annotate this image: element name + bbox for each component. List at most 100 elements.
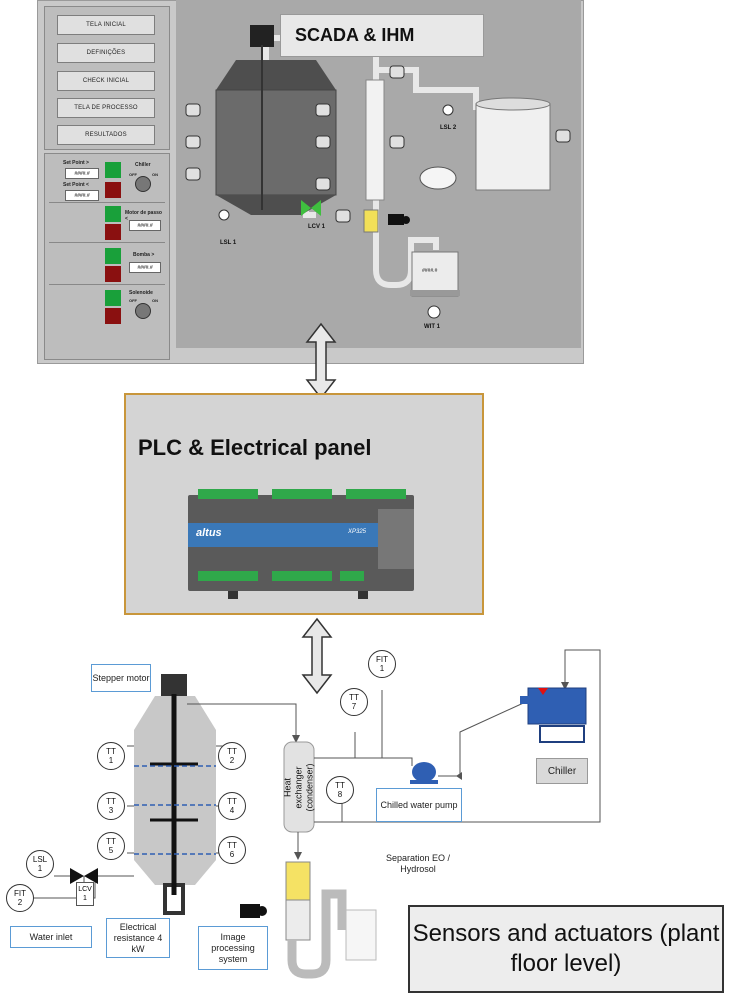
pump-label: Bomba > xyxy=(133,252,155,258)
chiller-label: Chiller xyxy=(536,758,588,784)
tt6-sensor: TT 6 xyxy=(218,836,246,864)
fit2-sensor: FIT 2 xyxy=(6,884,34,912)
process-drawing xyxy=(185,25,571,319)
plant-condensate-arrowhead xyxy=(294,852,302,860)
tt4-sensor: TT 4 xyxy=(218,792,246,820)
solenoid-control-row: Solenoide OFF ON xyxy=(49,288,165,328)
tt1-sensor: TT 1 xyxy=(97,742,125,770)
motor-on-indicator xyxy=(105,206,121,222)
plant-valve-right xyxy=(84,868,98,884)
menu-button-resultados[interactable]: RESULTADOS xyxy=(57,125,155,145)
plant-pump-to-chiller xyxy=(438,699,531,777)
condenser-column xyxy=(365,79,385,201)
plc-title: PLC & Electrical panel xyxy=(138,435,372,460)
water-inlet-label: Water inlet xyxy=(10,926,92,948)
plc-brand-label: altus xyxy=(196,527,222,539)
plc-terminal-top-2 xyxy=(272,489,332,499)
plc-terminal-bottom-2 xyxy=(272,571,332,581)
plc-side-module xyxy=(378,509,414,569)
cooling-tank xyxy=(475,103,551,191)
plc-model-label: XP325 xyxy=(348,529,367,535)
plant-vapor-arrowhead xyxy=(292,735,300,743)
plc-device xyxy=(188,489,414,599)
chilled-water-pump-label: Chilled water pump xyxy=(376,788,462,822)
pump-control-row: Bomba > ####.# xyxy=(49,246,165,285)
plant-hydrosol-flask xyxy=(345,909,377,961)
plant-separator-oil xyxy=(285,861,311,901)
menu-button-check-inicial[interactable]: CHECK INICIAL xyxy=(57,71,155,91)
weighing-vessel xyxy=(411,251,459,297)
separator-vessel xyxy=(363,209,379,233)
tt7-sensor: TT 7 xyxy=(340,688,368,716)
plant-cooling-return xyxy=(314,649,601,823)
heat-exchanger-label-wrap: Heat exchanger (condenser) xyxy=(283,742,315,832)
gauge-1 xyxy=(185,103,201,117)
plc-foot-2 xyxy=(358,591,368,599)
menu-button-tela-processo[interactable]: TELA DE PROCESSO xyxy=(57,98,155,118)
scada-wit1-label: WIT 1 xyxy=(424,324,440,330)
solenoid-on-indicator xyxy=(105,290,121,306)
solenoid-off-indicator xyxy=(105,308,121,324)
plc-foot-1 xyxy=(228,591,238,599)
chiller-pump xyxy=(419,166,457,190)
stepper-motor-label: Stepper motor xyxy=(91,664,151,692)
lcv-valve-left xyxy=(301,200,311,216)
chiller-selector-knob[interactable] xyxy=(135,176,151,192)
reactor-cone-top xyxy=(216,60,336,90)
wit-gauge xyxy=(427,305,441,319)
scada-plc-arrow xyxy=(305,322,337,400)
setpoint-high-label: Set Point > xyxy=(63,160,89,166)
gauge-5 xyxy=(315,135,331,149)
scada-lcv1-label: LCV 1 xyxy=(308,224,326,230)
plant-chiller-nozzle xyxy=(520,696,530,704)
plant-camera-body xyxy=(240,904,260,918)
pump-value-input[interactable]: ####.# xyxy=(129,262,161,273)
gauge-10 xyxy=(555,129,571,143)
menu-button-tela-inicial[interactable]: TELA INICIAL xyxy=(57,15,155,35)
motor-value-input[interactable]: ####.# xyxy=(129,220,161,231)
pump-off-indicator xyxy=(105,266,121,282)
pump-on-indicator xyxy=(105,248,121,264)
plant-pump-arrowhead xyxy=(456,772,462,780)
plc-terminal-top-1 xyxy=(198,489,258,499)
plant-valve-left xyxy=(70,868,84,884)
chiller-label: Chiller xyxy=(135,162,151,168)
lcv1-valve-box: LCV 1 xyxy=(76,882,94,906)
fit1-sensor: FIT 1 xyxy=(368,650,396,678)
scada-process-view: LSL 1 LCV 1 LSL 2 WIT 1 ####.# xyxy=(176,0,581,348)
plant-stepper-motor xyxy=(161,674,187,696)
camera-body xyxy=(388,214,404,225)
solenoid-label: Solenoide xyxy=(129,290,153,296)
plant-cooling-return-arrow xyxy=(561,682,569,690)
plant-chilled-water-pump xyxy=(412,762,436,782)
setpoint-low-label: Set Point < xyxy=(63,182,89,188)
lcv-valve-right xyxy=(311,200,321,216)
plant-vapor-line xyxy=(187,703,297,740)
separation-label: Separation EO / Hydrosol xyxy=(385,853,451,874)
solenoid-selector-knob[interactable] xyxy=(135,303,151,319)
menu-button-definicoes[interactable]: DEFINIÇÕES xyxy=(57,43,155,63)
gauge-8 xyxy=(389,65,405,79)
plant-chiller-unit xyxy=(527,687,587,725)
plant-diagram xyxy=(34,649,601,979)
plant-condenser xyxy=(283,741,315,833)
plant-pump-base xyxy=(410,780,438,784)
chiller-on-label: ON xyxy=(152,172,158,177)
plant-u-tube xyxy=(287,889,347,979)
setpoint-low-input[interactable]: ####.# xyxy=(65,190,99,201)
tt2-sensor: TT 2 xyxy=(218,742,246,770)
solenoid-off-label: OFF xyxy=(129,298,137,303)
gauge-4 xyxy=(315,103,331,117)
chiller-off-label: OFF xyxy=(129,172,137,177)
gauge-9 xyxy=(389,135,405,149)
chiller-off-indicator xyxy=(105,182,121,198)
electrical-resistance-label: Electrical resistance 4 kW xyxy=(106,918,170,958)
scada-control-panel: Set Point > ####.# Set Point < ####.# Ch… xyxy=(44,153,170,360)
motor-off-indicator xyxy=(105,224,121,240)
gauge-6 xyxy=(315,177,331,191)
setpoint-high-input[interactable]: ####.# xyxy=(65,168,99,179)
plc-terminal-bottom-3 xyxy=(340,571,364,581)
cooling-tank-top xyxy=(475,97,551,111)
lsl1-sensor xyxy=(218,209,230,221)
